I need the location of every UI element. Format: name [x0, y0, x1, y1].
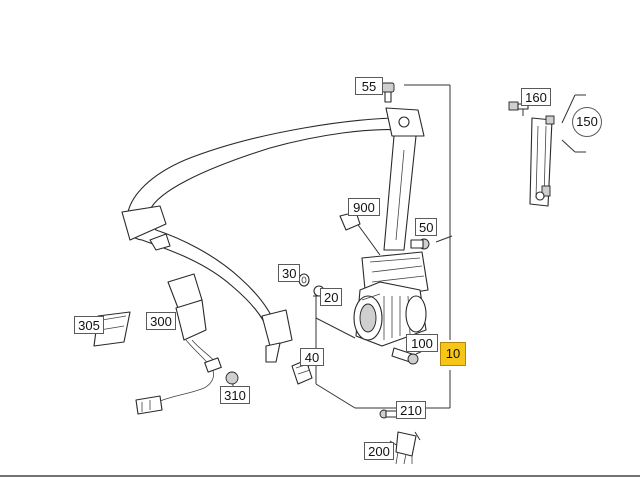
retractor-10 [353, 251, 429, 347]
callout-200[interactable]: 200 [364, 442, 394, 460]
callout-310[interactable]: 310 [220, 386, 250, 404]
bracket-200 [395, 431, 417, 465]
callout-900[interactable]: 900 [348, 198, 380, 216]
callout-305[interactable]: 305 [74, 316, 104, 334]
callout-40[interactable]: 40 [300, 348, 324, 366]
buckle-300 [135, 273, 222, 415]
nut-310 [225, 371, 239, 385]
callout-300[interactable]: 300 [146, 312, 176, 330]
belt-webbing [121, 117, 401, 363]
bolt-55 [381, 82, 395, 103]
callout-55[interactable]: 55 [355, 77, 383, 95]
washer-30 [298, 273, 310, 287]
bolt-100 [391, 347, 419, 365]
callout-210[interactable]: 210 [396, 401, 426, 419]
callout-30[interactable]: 30 [278, 264, 300, 282]
callout-100[interactable]: 100 [406, 334, 438, 352]
callout-10[interactable]: 10 [440, 342, 466, 366]
callout-20[interactable]: 20 [320, 288, 342, 306]
bolt-210 [379, 409, 399, 419]
callout-50[interactable]: 50 [415, 218, 437, 236]
height-adjuster-150 [529, 115, 555, 207]
upper-anchor [383, 107, 425, 251]
callout-160[interactable]: 160 [521, 88, 551, 106]
bolt-50 [410, 238, 430, 250]
callout-150[interactable]: 150 [572, 107, 602, 137]
